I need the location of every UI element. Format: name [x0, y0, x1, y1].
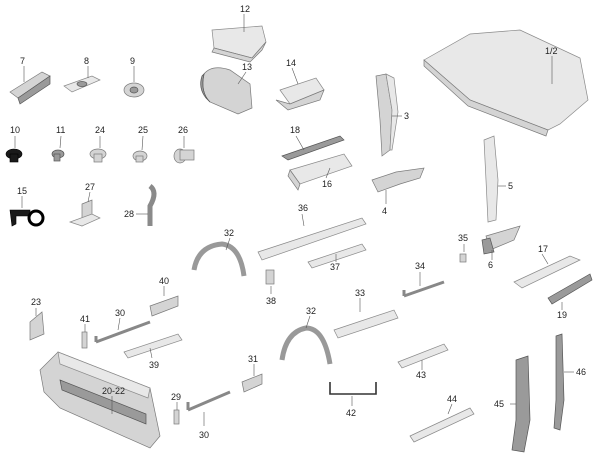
part-27[interactable]: 27	[68, 182, 101, 227]
part-31[interactable]: 31	[241, 354, 263, 393]
label-14: 14	[286, 58, 296, 68]
label-30-upper: 30	[115, 308, 125, 318]
label-45: 45	[494, 399, 504, 409]
label-9: 9	[130, 56, 135, 66]
part-15[interactable]: 15	[9, 186, 45, 227]
part-33[interactable]: 33	[333, 288, 399, 339]
label-34: 34	[415, 261, 425, 271]
label-24: 24	[95, 125, 105, 135]
label-41: 41	[80, 314, 90, 324]
label-27: 27	[85, 182, 95, 192]
part-43[interactable]: 43	[397, 343, 449, 380]
label-46: 46	[576, 367, 586, 377]
part-30-upper[interactable]: 30	[94, 308, 151, 344]
label-38: 38	[266, 296, 276, 306]
part-7[interactable]: 7	[9, 56, 51, 105]
part-6[interactable]: 6	[481, 225, 521, 270]
label-15: 15	[17, 186, 27, 196]
label-19: 19	[557, 310, 567, 320]
label-32-upper: 32	[224, 228, 234, 238]
part-30-lower[interactable]: 30	[186, 390, 231, 440]
label-42: 42	[346, 408, 356, 418]
label-43: 43	[416, 370, 426, 380]
label-18: 18	[290, 125, 300, 135]
part-32-upper[interactable]: 32	[191, 228, 247, 277]
part-46[interactable]: 46	[553, 333, 586, 431]
part-45[interactable]: 45	[494, 355, 531, 453]
label-1-2: 1/2	[545, 46, 558, 56]
part-35[interactable]: 35	[458, 233, 468, 263]
label-28: 28	[124, 209, 134, 219]
label-11: 11	[56, 125, 65, 135]
label-10: 10	[10, 125, 20, 135]
part-4[interactable]: 4	[371, 167, 425, 216]
label-3: 3	[404, 111, 409, 121]
label-26: 26	[178, 125, 188, 135]
part-39[interactable]: 39	[123, 333, 183, 370]
part-19[interactable]: 19	[547, 273, 593, 320]
part-8[interactable]: 8	[63, 56, 101, 93]
label-13: 13	[242, 62, 252, 72]
part-29[interactable]: 29	[171, 392, 181, 425]
label-5: 5	[508, 181, 513, 191]
label-37: 37	[330, 262, 340, 272]
part-26[interactable]: 26	[173, 125, 195, 164]
part-28[interactable]: 28	[124, 184, 157, 226]
part-10[interactable]: 10	[5, 125, 23, 163]
label-29: 29	[171, 392, 181, 402]
part-38[interactable]: 38	[265, 269, 276, 306]
label-31: 31	[248, 354, 258, 364]
label-44: 44	[447, 394, 457, 404]
label-35: 35	[458, 233, 468, 243]
label-30-lower: 30	[199, 430, 209, 440]
label-20-22: 20-22	[102, 386, 125, 396]
part-20-22[interactable]: 20-22	[39, 351, 161, 449]
label-16: 16	[322, 179, 332, 189]
label-17: 17	[538, 244, 548, 254]
part-18[interactable]: 18	[281, 125, 345, 161]
part-25[interactable]: 25	[132, 125, 148, 163]
part-44[interactable]: 44	[409, 394, 475, 443]
label-25: 25	[138, 125, 148, 135]
label-33: 33	[355, 288, 365, 298]
part-16[interactable]: 16	[287, 153, 353, 191]
part-42[interactable]: 42	[329, 382, 377, 418]
label-36: 36	[298, 203, 308, 213]
label-12: 12	[240, 4, 250, 14]
part-36[interactable]: 36	[257, 203, 367, 261]
label-40: 40	[159, 276, 169, 286]
part-5[interactable]: 5	[483, 135, 513, 223]
label-4: 4	[382, 206, 387, 216]
part-3[interactable]: 3	[375, 73, 409, 157]
label-23: 23	[31, 297, 41, 307]
part-12[interactable]: 12	[211, 4, 267, 63]
label-39: 39	[149, 360, 159, 370]
part-41[interactable]: 41	[80, 314, 90, 349]
part-32-lower[interactable]: 32	[279, 306, 333, 365]
part-17[interactable]: 17	[513, 244, 581, 289]
part-37[interactable]: 37	[307, 243, 367, 272]
part-23[interactable]: 23	[29, 297, 45, 341]
label-32-lower: 32	[306, 306, 316, 316]
label-8: 8	[84, 56, 89, 66]
part-24[interactable]: 24	[89, 125, 107, 163]
part-1-2[interactable]: 1/2	[423, 29, 589, 137]
part-34[interactable]: 34	[402, 261, 445, 298]
label-6: 6	[488, 260, 493, 270]
part-9[interactable]: 9	[123, 56, 145, 98]
part-40[interactable]: 40	[149, 276, 179, 317]
part-14[interactable]: 14	[275, 58, 325, 111]
label-7: 7	[20, 56, 25, 66]
part-11[interactable]: 11	[51, 125, 65, 162]
part-13[interactable]: 13	[200, 62, 253, 115]
